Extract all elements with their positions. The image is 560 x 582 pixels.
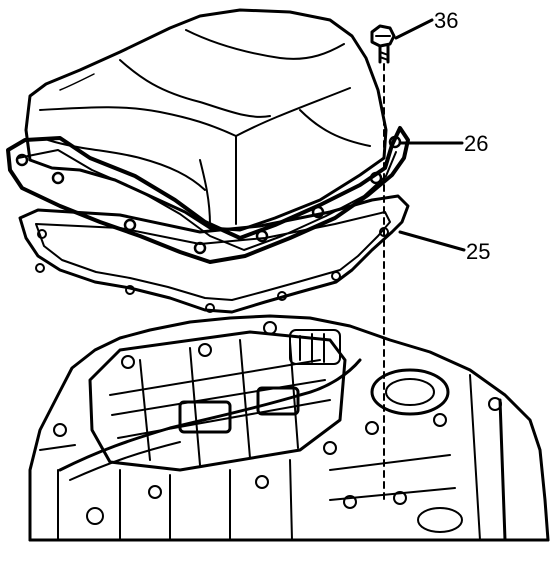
- cover-bolt: [370, 24, 396, 501]
- callout-leaders: [394, 18, 466, 252]
- leader-25: [398, 230, 466, 252]
- callout-label-25: 25: [466, 239, 490, 264]
- transmission-side-cover: [6, 8, 410, 264]
- leader-36: [394, 18, 434, 40]
- callout-label-26: 26: [464, 131, 488, 156]
- valve-body-assembly: [28, 314, 550, 542]
- callout-label-36: 36: [434, 8, 458, 33]
